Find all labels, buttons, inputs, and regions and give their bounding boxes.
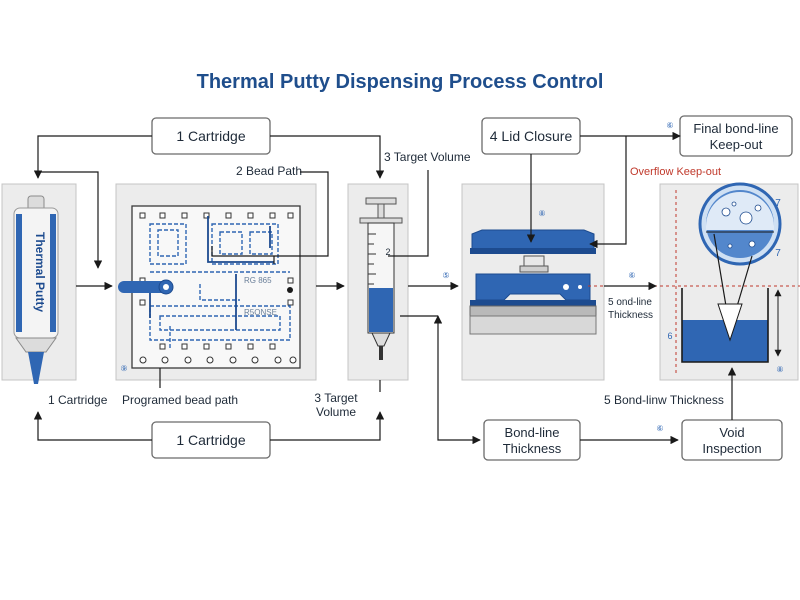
circle-5-flow: ⑤ [442, 271, 449, 280]
diagram-title: Thermal Putty Dispensing Process Control [197, 71, 604, 93]
marker-7-top: 7 [775, 198, 781, 209]
lid-closure-label: 4 Lid Closure [490, 128, 573, 144]
void-inspection-line2: Inspection [702, 441, 761, 456]
bead-path-label: 2 Bead Path [236, 164, 302, 178]
target-volume-bottom-line2: Volume [316, 405, 356, 419]
circle-8-lid: ⑧ [538, 209, 545, 218]
final-bondline-line2: Keep-out [710, 137, 763, 152]
board-small-label-2: R5ONSE [244, 308, 277, 317]
circle-8-bondline: ⑧ [776, 365, 783, 374]
bondline-thickness-visual: 7 7 6 ⑧ [588, 182, 800, 376]
syringe-mark: 2 [385, 247, 390, 257]
circle-6-flow: ⑥ [628, 271, 635, 280]
bondline-thickness-line1: Bond-line [505, 425, 560, 440]
bondline-bottom-label: 5 Bond-linw Thickness [604, 393, 724, 407]
cartridge-top-label: 1 Cartridge [176, 128, 245, 144]
void-inspection-line1: Void [719, 425, 744, 440]
bead-path-board: RG 865 R5ONSE [118, 205, 301, 369]
marker-7-bottom: 7 [775, 248, 781, 259]
tube-label: Thermal Putty [33, 232, 47, 312]
circle-6-void: ⑥ [656, 424, 663, 433]
thermal-putty-tube: Thermal Putty [13, 195, 59, 384]
flow-connectors [33, 131, 737, 445]
cartridge-side-label: 1 Cartridge [48, 393, 108, 407]
syringe: 2 [359, 197, 403, 360]
cartridge-bottom-label: 1 Cartridge [176, 432, 245, 448]
circle-9-board: ⑨ [120, 364, 127, 373]
bondline-thickness-line2: Thickness [503, 441, 562, 456]
board-small-label-1: RG 865 [244, 276, 272, 285]
final-bondline-line1: Final bond-line [693, 121, 778, 136]
marker-6: 6 [667, 331, 672, 341]
bondline-side-line2: Thickness [608, 310, 653, 321]
overflow-keepout-label: Overflow Keep-out [630, 166, 721, 178]
bondline-side-line1: 5 ond-line [608, 297, 652, 308]
target-volume-top-label: 3 Target Volume [384, 150, 471, 164]
programmed-bead-path-label: Programed bead path [122, 393, 238, 407]
target-volume-bottom-line1: 3 Target [314, 391, 358, 405]
circle-6-final: ⑥ [666, 121, 673, 130]
